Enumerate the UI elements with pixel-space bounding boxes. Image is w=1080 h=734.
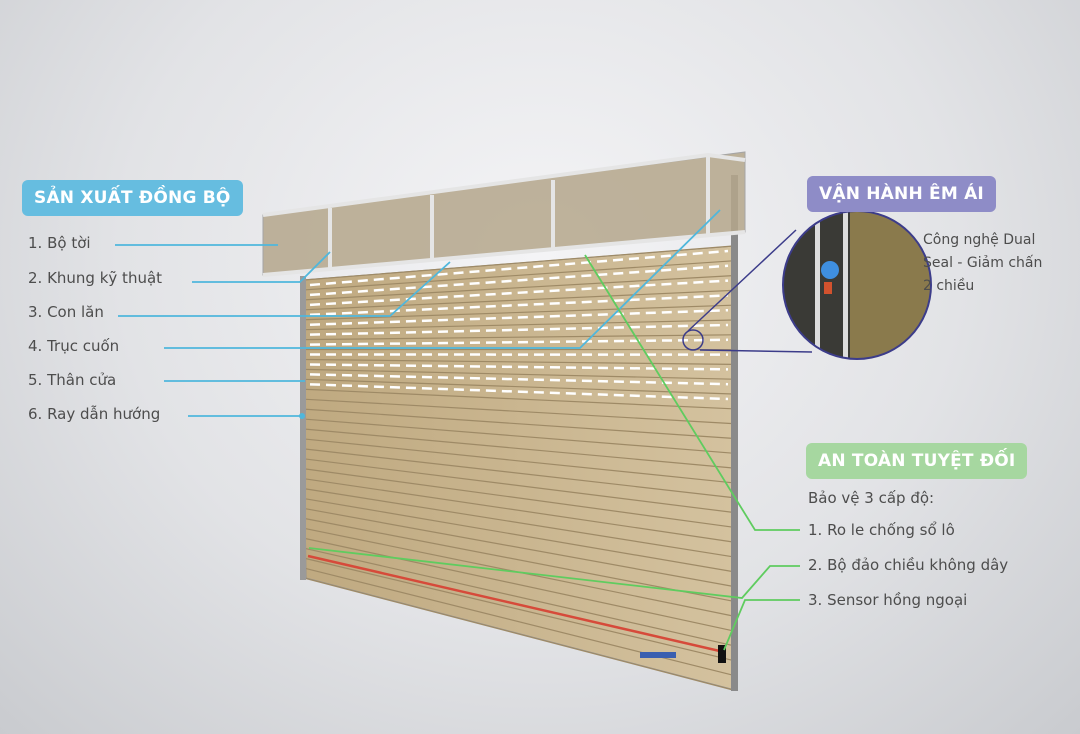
component-label: 5. Thân cửa [28, 371, 117, 389]
component-label: 6. Ray dẫn hướng [28, 405, 161, 423]
door-vent-row [309, 264, 729, 297]
dual-seal-text: Seal - Giảm chấn [923, 255, 1043, 271]
door-slat [303, 398, 734, 425]
door-vent-row [309, 383, 729, 401]
door-slat [303, 577, 734, 691]
door-slat [303, 358, 734, 365]
door-vent-row [309, 373, 729, 386]
door-slat [303, 557, 734, 661]
door-slat [303, 507, 734, 587]
door-vent-row [309, 338, 729, 346]
door-slat [303, 245, 734, 281]
door-slat [303, 319, 734, 331]
door-slat [303, 458, 734, 513]
door-vent-row [309, 323, 729, 336]
door-vent-row [309, 294, 729, 317]
safety-item: 3. Sensor hồng ngoại [808, 591, 968, 609]
left-guide-rail [300, 276, 306, 580]
leader-dot [299, 413, 305, 419]
green-leader-lines [308, 254, 800, 651]
component-label: 1. Bộ tời [28, 234, 91, 252]
door-slat [303, 378, 734, 395]
door-slat [303, 388, 734, 410]
door-slat [303, 537, 734, 632]
dual-seal-text: Công nghệ Dual [923, 232, 1036, 248]
roller-box-frame [262, 152, 746, 277]
door-vents [309, 249, 729, 401]
door-slat [303, 408, 734, 439]
door-slat [303, 488, 734, 558]
door-slat [303, 334, 734, 341]
safety-item: 2. Bộ đảo chiều không dây [808, 556, 1009, 574]
door-slat [303, 304, 734, 321]
synchronized-production-badge: SẢN XUẤT ĐỒNG BỘ [22, 180, 243, 216]
door-slat [303, 468, 734, 528]
safety-subtitle: Bảo vệ 3 cấp độ: [808, 489, 935, 507]
absolute-safety-badge: AN TOÀN TUYỆT ĐỐI [806, 443, 1028, 479]
door-slat [303, 289, 734, 311]
door-slat [303, 497, 734, 573]
bottom-sensor [640, 652, 676, 658]
right-guide-rail [731, 175, 738, 691]
door-slat [303, 547, 734, 647]
safety-item: 1. Ro le chống sổ lô [808, 521, 955, 539]
door-vent-row [309, 249, 729, 287]
component-label: 4. Trục cuốn [28, 337, 120, 355]
door-slat [303, 517, 734, 602]
door-slat [303, 438, 734, 484]
door-slat [303, 418, 734, 454]
sensor-receiver [718, 645, 726, 663]
dual-seal-text: 2 chiều [923, 278, 975, 294]
component-label: 3. Con lăn [28, 303, 104, 321]
dual-seal-magnifier [682, 210, 932, 360]
door-slat [303, 260, 734, 291]
door-vent-row [309, 308, 729, 326]
component-label: 2. Khung kỹ thuật [28, 269, 163, 287]
smooth-operation-badge: VẬN HÀNH ÊM ÁI [807, 176, 996, 212]
door-slat [303, 478, 734, 543]
bottom-seal-line [307, 554, 725, 654]
door-slat [303, 275, 734, 301]
door-slat [303, 428, 734, 469]
door-slat [303, 448, 734, 499]
door-vent-row [309, 279, 729, 307]
blue-leader-lines [115, 209, 721, 417]
door-vent-row [309, 363, 729, 371]
